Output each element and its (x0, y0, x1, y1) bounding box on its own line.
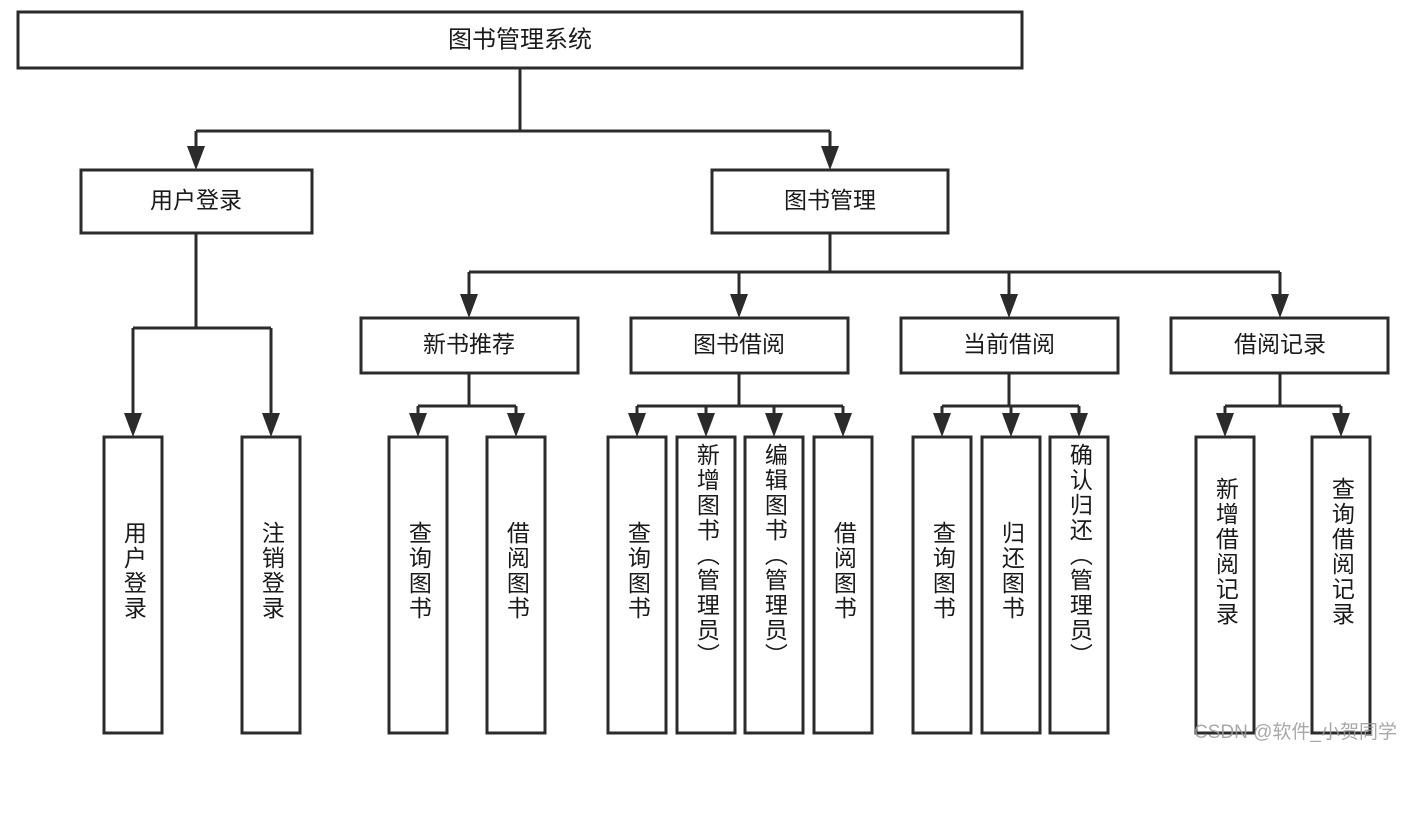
node-user-login[interactable]: 用户登录 (79, 168, 314, 235)
node-borrow-record-label: 借阅记录 (1234, 331, 1326, 357)
arrow-user-c2-icon (262, 413, 280, 437)
arrow-newbook-c2-icon (507, 413, 525, 437)
node-leaf-12-box[interactable] (1310, 435, 1372, 735)
node-leaf-5-box[interactable] (675, 435, 737, 735)
node-user-login-label: 用户登录 (150, 187, 242, 213)
arrow-book-c2-icon (730, 294, 748, 318)
node-root[interactable]: 图书管理系统 (16, 10, 1024, 70)
node-book-manage[interactable]: 图书管理 (710, 168, 950, 235)
arrow-user-c1-icon (124, 413, 142, 437)
node-book-borrow-label: 图书借阅 (693, 331, 785, 357)
arrow-borrow-c4-icon (834, 413, 852, 437)
node-layer: 图书管理系统 用户登录 图书管理 新书推荐 图书借阅 当前借阅 借阅记录 (16, 10, 1390, 735)
node-borrow-record[interactable]: 借阅记录 (1169, 316, 1390, 375)
tree-diagram-canvas: 图书管理系统 用户登录 图书管理 新书推荐 图书借阅 当前借阅 借阅记录 (16, 10, 1390, 735)
node-leaf-0-box[interactable] (102, 435, 164, 735)
node-leaf-11-box[interactable] (1194, 435, 1256, 735)
node-leaf-6-box[interactable] (743, 435, 805, 735)
node-current-borrow-label: 当前借阅 (963, 331, 1055, 357)
node-leaf-3-box[interactable] (485, 435, 547, 735)
node-book-manage-label: 图书管理 (784, 187, 876, 213)
node-leaf-1-box[interactable] (240, 435, 302, 735)
node-user-login-box[interactable] (79, 168, 314, 235)
arrow-current-c3-icon (1070, 413, 1088, 437)
node-leaf-7-box[interactable] (812, 435, 874, 735)
arrow-book-c3-icon (1000, 294, 1018, 318)
arrow-borrow-c3-icon (765, 413, 783, 437)
node-current-borrow-box[interactable] (899, 316, 1120, 375)
arrow-borrow-c1-icon (628, 413, 646, 437)
node-leaf-4-box[interactable] (606, 435, 668, 735)
arrow-root-to-book-icon (821, 146, 839, 170)
node-book-borrow-box[interactable] (629, 316, 850, 375)
node-new-book-recommend-box[interactable] (359, 316, 580, 375)
node-leaf-10-box[interactable] (1048, 435, 1110, 735)
node-new-book-recommend-label: 新书推荐 (423, 331, 515, 357)
arrow-borrow-c2-icon (697, 413, 715, 437)
node-new-book-recommend[interactable]: 新书推荐 (359, 316, 580, 375)
arrow-book-c4-icon (1271, 294, 1289, 318)
arrow-root-to-user-icon (187, 146, 205, 170)
arrow-newbook-c1-icon (409, 413, 427, 437)
node-book-manage-box[interactable] (710, 168, 950, 235)
node-leaf-8-box[interactable] (911, 435, 973, 735)
connector-layer (124, 68, 1350, 437)
node-leaf-2-box[interactable] (387, 435, 449, 735)
arrow-record-c1-icon (1216, 413, 1234, 437)
node-root-box[interactable] (16, 10, 1024, 70)
arrow-record-c2-icon (1332, 413, 1350, 437)
node-book-borrow[interactable]: 图书借阅 (629, 316, 850, 375)
arrow-book-c1-icon (460, 294, 478, 318)
node-leaf-9-box[interactable] (980, 435, 1042, 735)
arrow-current-c2-icon (1002, 413, 1020, 437)
node-root-label: 图书管理系统 (448, 26, 592, 53)
node-current-borrow[interactable]: 当前借阅 (899, 316, 1120, 375)
arrow-current-c1-icon (933, 413, 951, 437)
node-borrow-record-box[interactable] (1169, 316, 1390, 375)
